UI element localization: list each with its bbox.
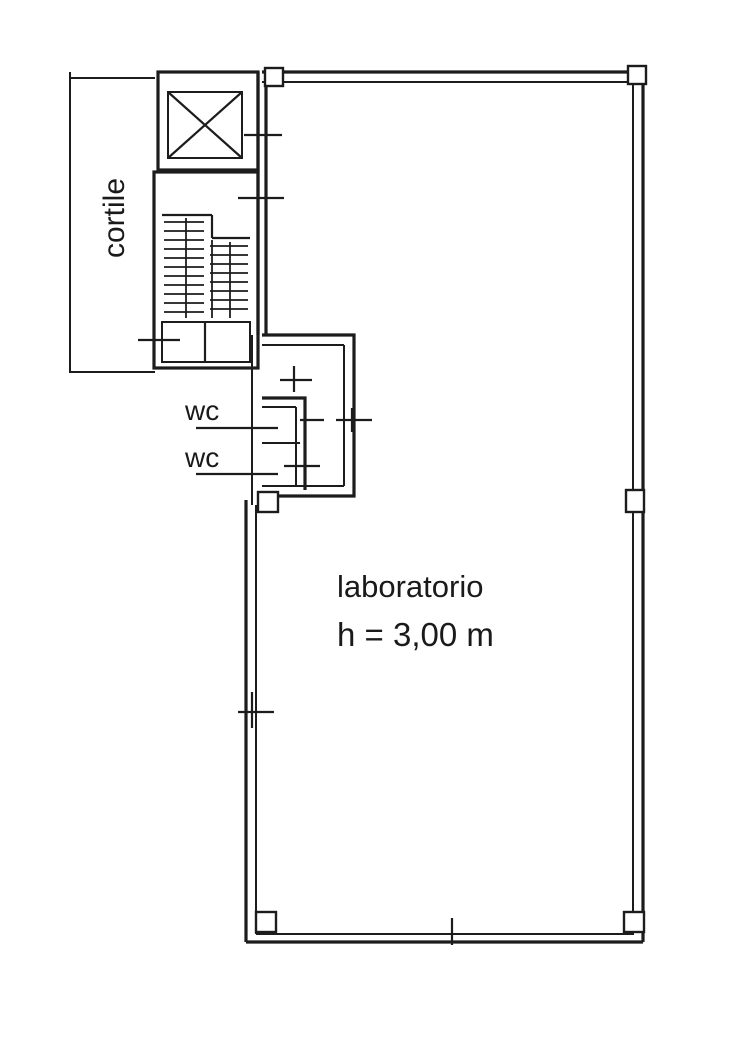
- stairwell: [152, 170, 260, 370]
- column: [263, 66, 285, 88]
- wc-upper-label: wc: [184, 395, 219, 426]
- courtyard-label: cortile: [98, 178, 131, 258]
- wc-lower-label: wc: [184, 442, 219, 473]
- lab-walls: [244, 70, 645, 944]
- courtyard-area: cortile: [69, 72, 155, 373]
- column: [626, 64, 648, 86]
- column: [254, 910, 278, 934]
- column: [624, 488, 646, 514]
- column: [256, 490, 280, 514]
- stair-steps: [164, 218, 248, 318]
- wc-block: wc wc: [184, 333, 356, 505]
- lab-label: laboratorio: [337, 569, 483, 604]
- columns: [254, 64, 648, 934]
- column: [622, 910, 646, 934]
- door-markers: [138, 133, 454, 945]
- lab-height-label: h = 3,00 m: [337, 616, 494, 653]
- elevator-shaft: [156, 70, 260, 172]
